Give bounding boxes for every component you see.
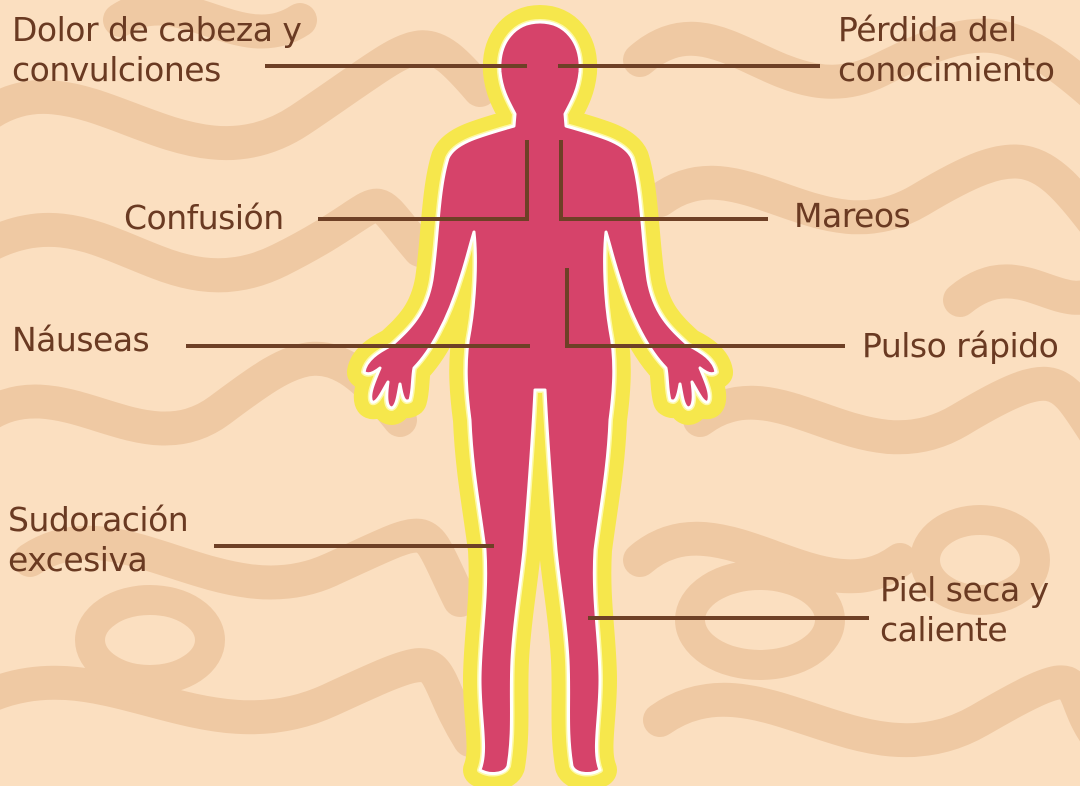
label-headache: Dolor de cabeza y convulciones: [12, 10, 301, 90]
label-consciousness: Pérdida del conocimiento: [838, 10, 1054, 90]
leader-pulse: [567, 268, 845, 346]
label-pulse: Pulso rápido: [862, 326, 1058, 366]
label-confusion: Confusión: [124, 198, 284, 238]
label-skin: Piel seca y caliente: [880, 570, 1049, 650]
leader-dizziness: [561, 140, 768, 219]
label-nausea: Náuseas: [12, 320, 149, 360]
label-dizziness: Mareos: [794, 196, 910, 236]
leader-confusion: [318, 140, 527, 219]
label-sweating: Sudoración excesiva: [8, 500, 188, 580]
